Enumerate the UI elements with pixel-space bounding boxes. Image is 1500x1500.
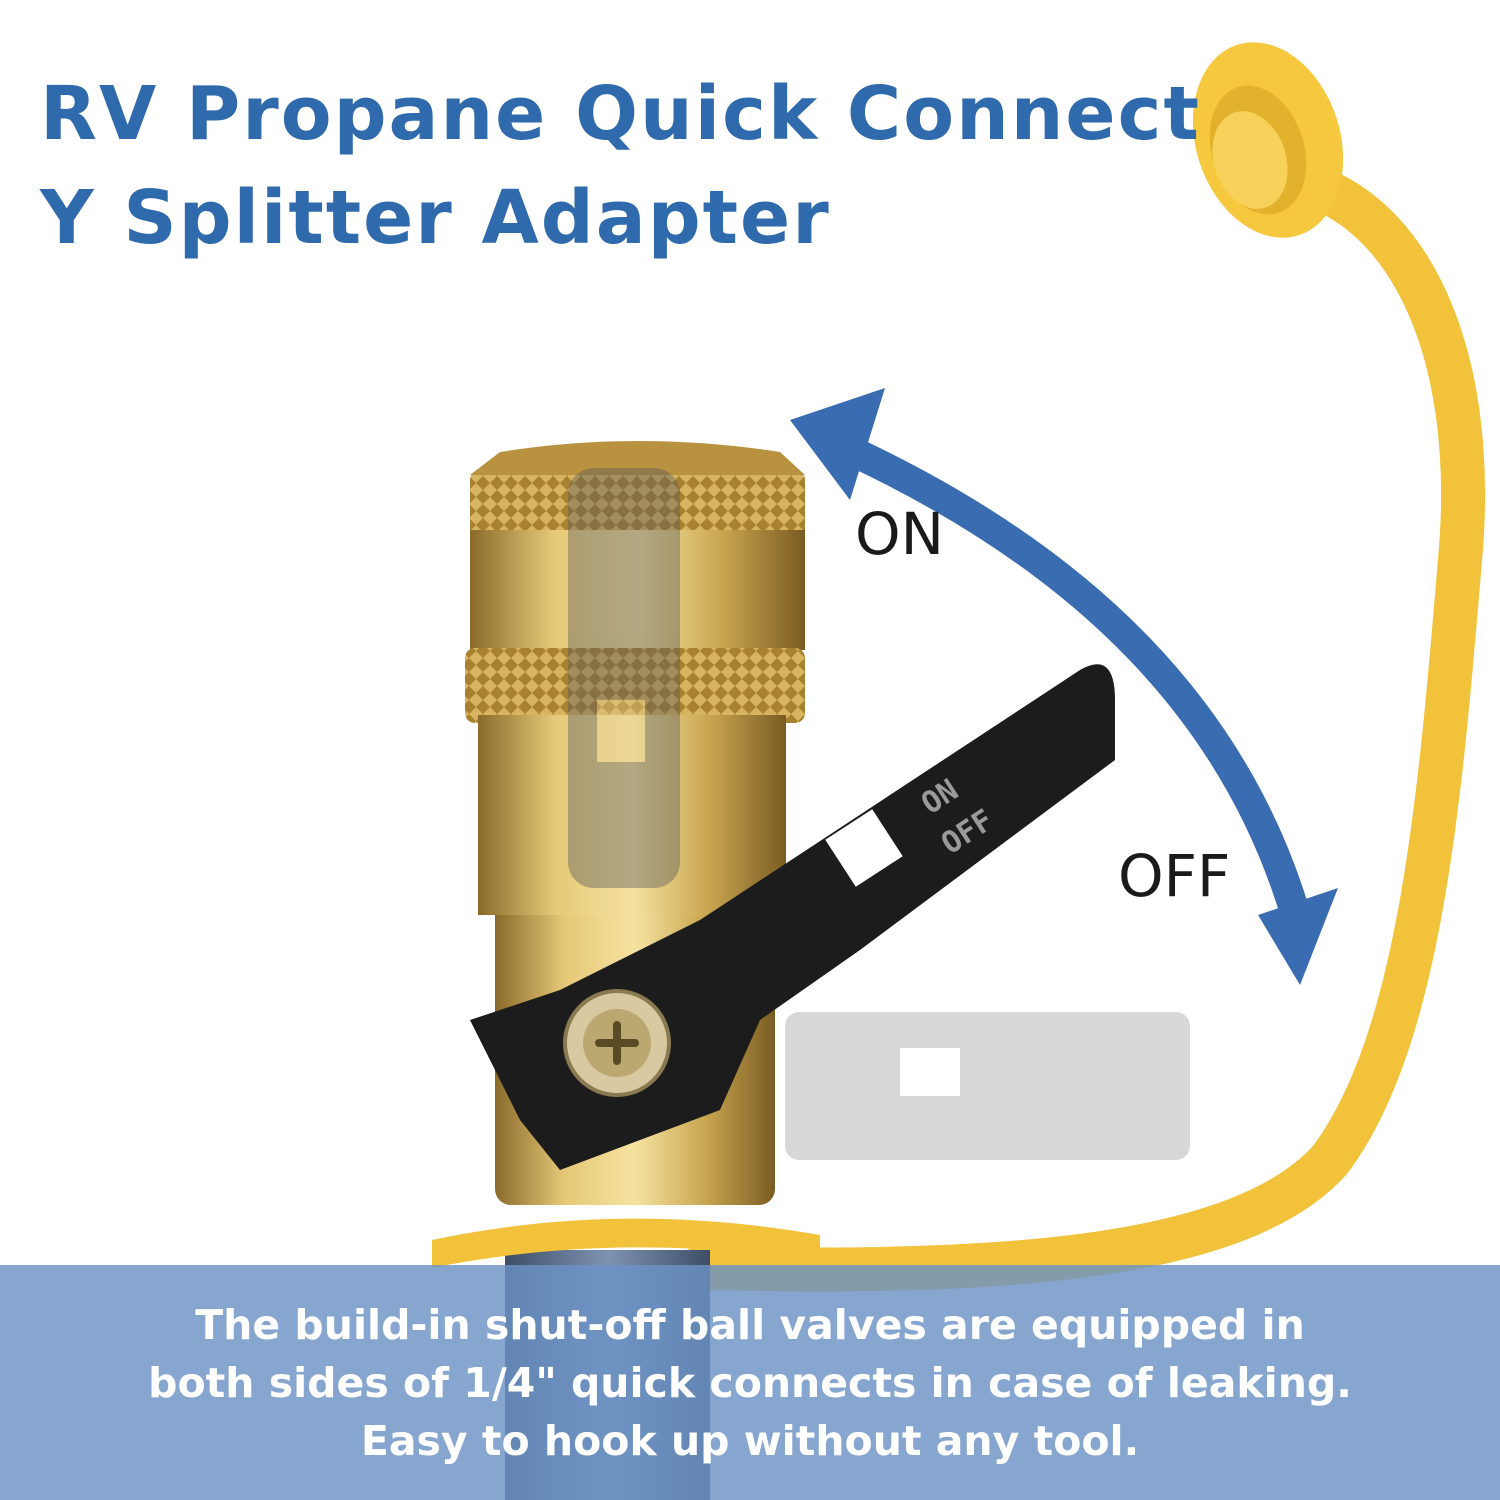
ghost-handle-top xyxy=(568,468,680,888)
caption-line-1: The build-in shut-off ball valves are eq… xyxy=(195,1300,1305,1349)
screw-icon xyxy=(563,989,671,1097)
title-line-1: RV Propane Quick Connect xyxy=(40,71,1201,157)
caption-line-3: Easy to hook up without any tool. xyxy=(360,1416,1140,1465)
dust-cap-icon xyxy=(678,42,1485,1292)
off-label: OFF xyxy=(1118,842,1231,910)
caption-band: The build-in shut-off ball valves are eq… xyxy=(0,1265,1500,1500)
on-label: ON xyxy=(855,500,945,568)
cap-collar xyxy=(432,1218,820,1268)
rotation-arrow-icon xyxy=(790,388,1338,985)
page-title: RV Propane Quick Connect Y Splitter Adap… xyxy=(40,62,1201,270)
title-line-2: Y Splitter Adapter xyxy=(40,175,831,261)
caption-line-2: both sides of 1/4" quick connects in cas… xyxy=(148,1358,1352,1407)
ghost-handle-off xyxy=(785,1012,1190,1160)
